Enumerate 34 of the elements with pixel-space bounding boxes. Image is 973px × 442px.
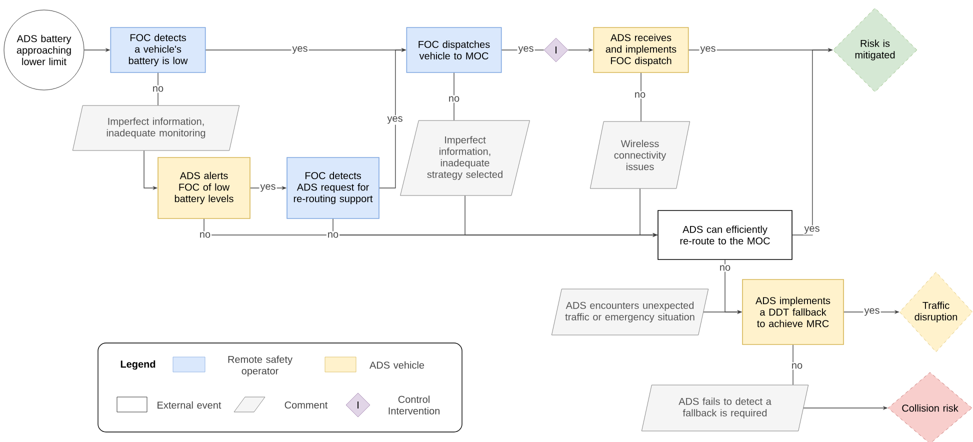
comment-parallelogram: Imperfect information, inadequate monitoring (72, 105, 240, 151)
process-box: FOC dispatches vehicle to MOC (406, 27, 502, 73)
edge-label: no (151, 85, 165, 93)
edge-label: yes (699, 45, 717, 55)
edge-label: no (790, 362, 804, 370)
process-box: ADS implements a DDT fallback to achieve MRC (742, 279, 844, 345)
edge-label: yes (863, 307, 881, 317)
edge-label: yes (291, 45, 309, 55)
legend-text: Remote safety operator (228, 356, 292, 376)
edge-label: no (198, 231, 212, 239)
edge-label: no (326, 231, 340, 239)
edge-label: yes (386, 115, 404, 125)
legend-text: Control Intervention (388, 396, 440, 414)
process-box: FOC detects ADS request for re-routing support (286, 157, 380, 219)
edge-label: yes (803, 225, 821, 235)
comment-parallelogram: Imperfect information, inadequate strategy selected (400, 120, 530, 196)
edge-label: no (718, 264, 732, 272)
comment-parallelogram: ADS fails to detect a fallback is required (641, 384, 809, 432)
connector-line (792, 344, 794, 386)
legend-title: Legend (120, 360, 156, 370)
legend-text: External event (158, 401, 222, 409)
edge-label: no (447, 95, 461, 103)
comment-parallelogram: ADS encounters unexpected traffic or emergency situation (551, 288, 709, 336)
process-box: ADS receives and implements FOC dispatch (593, 27, 689, 73)
connector-line (640, 72, 642, 122)
comment-parallelogram: Wireless connectivity issues (590, 121, 690, 189)
process-box: ADS alerts FOC of low battery levels (158, 157, 250, 219)
edge-label: yes (517, 45, 535, 55)
process-box: FOC detects a vehicle's battery is low (110, 27, 206, 73)
edge-label: no (633, 91, 647, 99)
edge-label: yes (259, 183, 277, 193)
legend-text: ADS vehicle (370, 361, 424, 369)
process-box: ADS can efficiently re-route to the MOC (658, 210, 792, 260)
legend-text: Comment (284, 401, 328, 409)
